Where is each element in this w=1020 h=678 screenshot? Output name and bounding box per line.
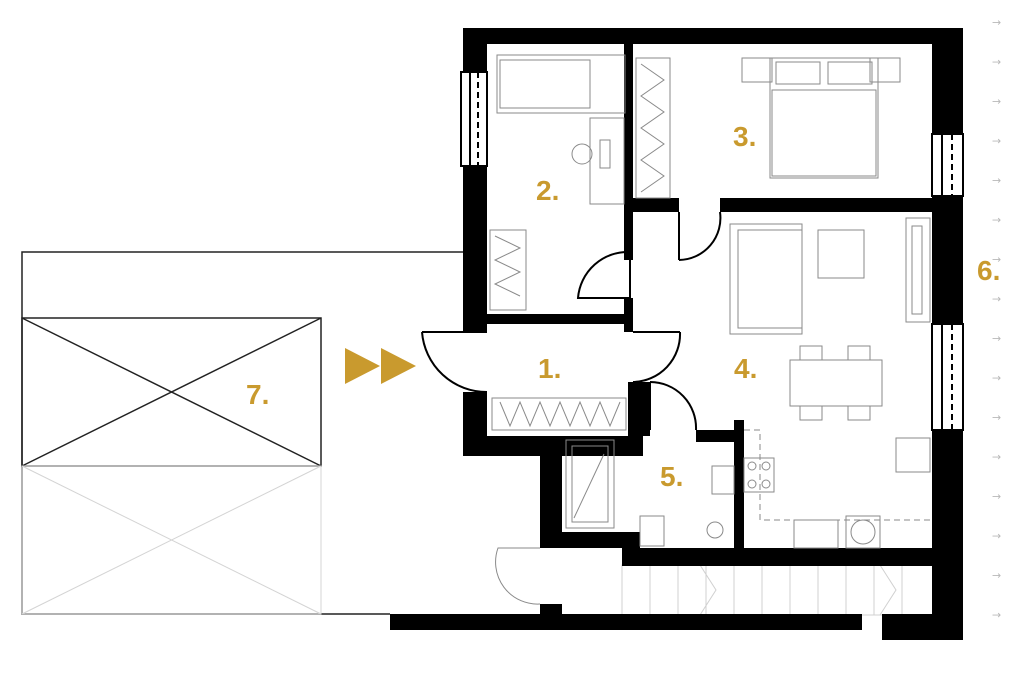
side-arrow-icon: → [992, 56, 1001, 69]
side-arrow-icon: → [992, 411, 1001, 424]
double-play-arrow-icon [345, 348, 416, 384]
room-label-1: 1. [538, 353, 561, 384]
room-label-5: 5. [660, 461, 683, 492]
side-arrow-icon: → [992, 293, 1001, 306]
side-arrow-icon: → [992, 569, 1001, 582]
side-arrow-icon: → [992, 95, 1001, 108]
side-arrow-icon: → [992, 174, 1001, 187]
side-arrow-icon: → [992, 490, 1001, 503]
room-label-7: 7. [246, 379, 269, 410]
side-arrow-icon: → [992, 135, 1001, 148]
side-arrow-icon: → [992, 253, 1001, 266]
side-arrow-icon: → [992, 16, 1001, 29]
room-label-4: 4. [734, 353, 757, 384]
terrace-faint-cross [21, 465, 322, 615]
staircase [621, 564, 935, 616]
furniture [489, 54, 931, 605]
side-arrow-icon: → [992, 451, 1001, 464]
side-arrow-column: → → → → → → → → → → → → → → → → [992, 16, 1001, 622]
room-label-6: 6. [977, 255, 1000, 286]
walls [390, 28, 963, 640]
window-right-bottom [931, 323, 964, 431]
room-label-2: 2. [536, 175, 559, 206]
side-arrow-icon: → [992, 372, 1001, 385]
terrace-pergola [21, 317, 322, 467]
side-arrow-icon: → [992, 530, 1001, 543]
doors [421, 211, 722, 431]
side-arrow-icon: → [992, 332, 1001, 345]
window-left [460, 71, 488, 167]
side-arrow-icon: → [992, 214, 1001, 227]
side-arrow-icon: → [992, 609, 1001, 622]
window-right-top [931, 133, 964, 197]
room-label-3: 3. [733, 121, 756, 152]
